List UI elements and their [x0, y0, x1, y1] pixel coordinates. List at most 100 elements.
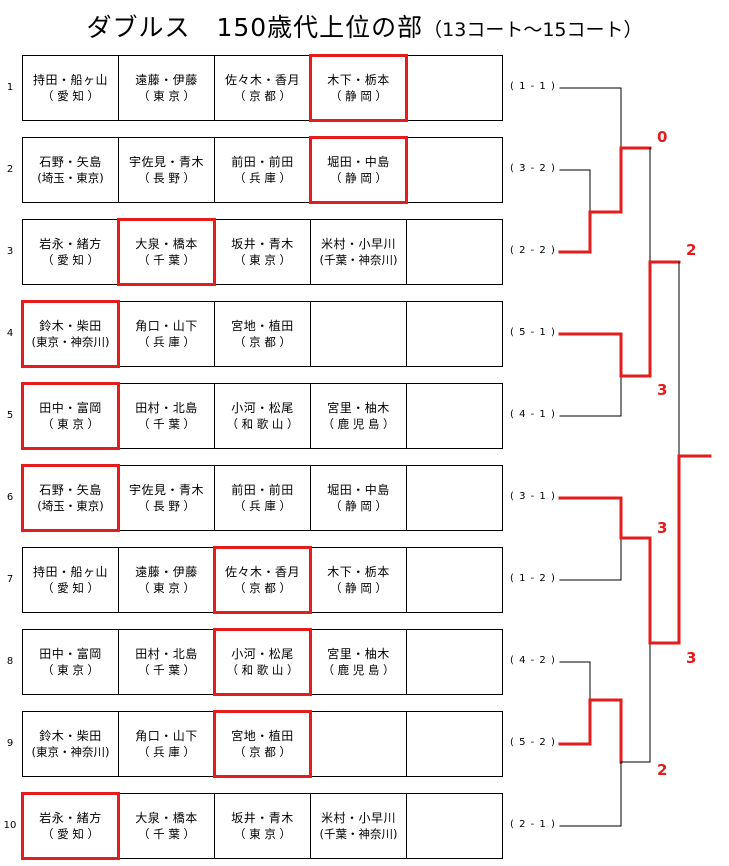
team-players: 大泉・橋本: [135, 237, 198, 251]
team-prefecture: （ 東 京 ）: [234, 253, 291, 267]
team-prefecture: （ 愛 知 ）: [42, 581, 99, 595]
team-cell: 坂井・青木 （ 東 京 ）: [215, 220, 311, 284]
match-score: ( 5 - 2 ): [510, 737, 556, 748]
team-players: 田村・北島: [135, 647, 198, 661]
team-prefecture: （ 京 都 ）: [234, 89, 291, 103]
team-players: 宮地・植田: [231, 729, 294, 743]
team-cell: [311, 712, 407, 776]
team-players: 宮地・植田: [231, 319, 294, 333]
team-cell: 小河・松尾 （ 和 歌 山 ）: [215, 384, 311, 448]
team-players: 小河・松尾: [231, 401, 294, 415]
row-number: 5: [6, 410, 14, 421]
team-cell: 田中・富岡（ 東 京 ）: [23, 384, 119, 448]
team-prefecture: （ 長 野 ）: [138, 171, 195, 185]
team-prefecture: （ 愛 知 ）: [42, 253, 99, 267]
row-number: 8: [6, 656, 14, 667]
bracket-score-r2-top: 2: [686, 241, 697, 259]
team-prefecture: （ 鹿 児 島 ）: [322, 663, 395, 677]
team-players: 石野・矢島: [39, 155, 102, 169]
match-score: ( 5 - 1 ): [510, 327, 556, 338]
team-prefecture: （ 兵 庫 ）: [234, 499, 291, 513]
team-players: 持田・船ヶ山: [32, 73, 108, 87]
team-prefecture: (東京・神奈川): [31, 335, 110, 349]
team-prefecture: (埼玉・東京): [37, 171, 104, 185]
team-players: 佐々木・香月: [224, 565, 300, 579]
team-cell: 大泉・橋本 （ 千 葉 ）: [119, 794, 215, 858]
team-prefecture: (千葉・神奈川): [319, 253, 398, 267]
team-cell: 持田・船ヶ山 （ 愛 知 ）: [23, 548, 119, 612]
empty-cell: [407, 220, 503, 284]
bracket-score-r1-top: 0: [657, 128, 668, 146]
team-prefecture: （ 東 京 ）: [42, 663, 99, 677]
match-score: ( 2 - 2 ): [510, 245, 556, 256]
team-players: 宮里・柚木: [327, 401, 390, 415]
row-number: 4: [6, 328, 14, 339]
team-cell: 佐々木・香月 （ 京 都 ）: [215, 548, 311, 612]
team-cell: 田中・富岡 （ 東 京 ）: [23, 630, 119, 694]
bracket-score-r1-bottom: 2: [657, 761, 668, 779]
empty-cell: [407, 630, 503, 694]
team-cell: 宇佐見・青木（ 長 野 ）: [119, 138, 215, 202]
team-players: 前田・前田: [231, 483, 294, 497]
team-cell: 米村・小早川(千葉・神奈川): [311, 794, 407, 858]
team-players: 坂井・青木: [231, 237, 294, 251]
title-main: ダブルス 150歳代上位の部: [86, 13, 424, 42]
empty-cell: [407, 138, 503, 202]
team-cell: 岩永・緒方（ 愛 知 ）: [23, 794, 119, 858]
team-cell: 宮里・柚木 （ 鹿 児 島 ）: [311, 384, 407, 448]
row-number: 1: [6, 82, 14, 93]
team-prefecture: （ 千 葉 ）: [138, 827, 195, 841]
team-prefecture: （ 鹿 児 島 ）: [322, 417, 395, 431]
team-players: 持田・船ヶ山: [32, 565, 108, 579]
team-players: 鈴木・柴田: [39, 319, 102, 333]
team-players: 田中・富岡: [39, 401, 102, 415]
row-number: 6: [6, 492, 14, 503]
team-prefecture: （ 愛 知 ）: [42, 89, 99, 103]
empty-cell: [407, 56, 503, 120]
team-cell: 遠藤・伊藤 （ 東 京 ）: [119, 548, 215, 612]
team-prefecture: （ 和 歌 山 ）: [226, 417, 299, 431]
empty-cell: [407, 548, 503, 612]
team-players: 堀田・中島: [327, 155, 390, 169]
team-prefecture: （ 千 葉 ）: [138, 417, 195, 431]
team-cell: 宮里・柚木 （ 鹿 児 島 ）: [311, 630, 407, 694]
match-score: ( 1 - 1 ): [510, 81, 556, 92]
team-cell: 堀田・中島（ 静 岡 ）: [311, 466, 407, 530]
team-prefecture: (埼玉・東京): [37, 499, 104, 513]
team-players: 田村・北島: [135, 401, 198, 415]
team-players: 鈴木・柴田: [39, 729, 102, 743]
team-cell: 坂井・青木 （ 東 京 ）: [215, 794, 311, 858]
bracket-score-r1-lower: 3: [657, 519, 668, 537]
team-prefecture: （ 東 京 ）: [138, 581, 195, 595]
team-players: 田中・富岡: [39, 647, 102, 661]
team-cell: 木下・栃本（ 静 岡 ）: [311, 548, 407, 612]
team-cell: 岩永・緒方 （ 愛 知 ）: [23, 220, 119, 284]
team-prefecture: （ 静 岡 ）: [330, 171, 387, 185]
team-cell: 米村・小早川 (千葉・神奈川): [311, 220, 407, 284]
empty-cell: [407, 712, 503, 776]
team-players: 遠藤・伊藤: [135, 565, 198, 579]
team-cell: 宇佐見・青木（ 長 野 ）: [119, 466, 215, 530]
team-cell: 前田・前田 （ 兵 庫 ）: [215, 466, 311, 530]
team-prefecture: （ 京 都 ）: [234, 581, 291, 595]
team-players: 宮里・柚木: [327, 647, 390, 661]
team-cell: [311, 302, 407, 366]
team-players: 坂井・青木: [231, 811, 294, 825]
team-players: 木下・栃本: [327, 73, 390, 87]
team-players: 角口・山下: [135, 319, 198, 333]
team-players: 木下・栃本: [327, 565, 390, 579]
empty-cell: [407, 466, 503, 530]
team-cell: 鈴木・柴田(東京・神奈川): [23, 712, 119, 776]
team-prefecture: （ 京 都 ）: [234, 745, 291, 759]
team-players: 角口・山下: [135, 729, 198, 743]
team-players: 岩永・緒方: [39, 237, 102, 251]
team-players: 佐々木・香月: [224, 73, 300, 87]
team-prefecture: （ 兵 庫 ）: [234, 171, 291, 185]
empty-cell: [407, 794, 503, 858]
match-score: ( 4 - 1 ): [510, 409, 556, 420]
team-cell: 田村・北島（ 千 葉 ）: [119, 630, 215, 694]
team-players: 大泉・橋本: [135, 811, 198, 825]
team-players: 米村・小早川: [320, 237, 396, 251]
team-prefecture: （ 東 京 ）: [234, 827, 291, 841]
team-cell: 持田・船ヶ山 （ 愛 知 ）: [23, 56, 119, 120]
